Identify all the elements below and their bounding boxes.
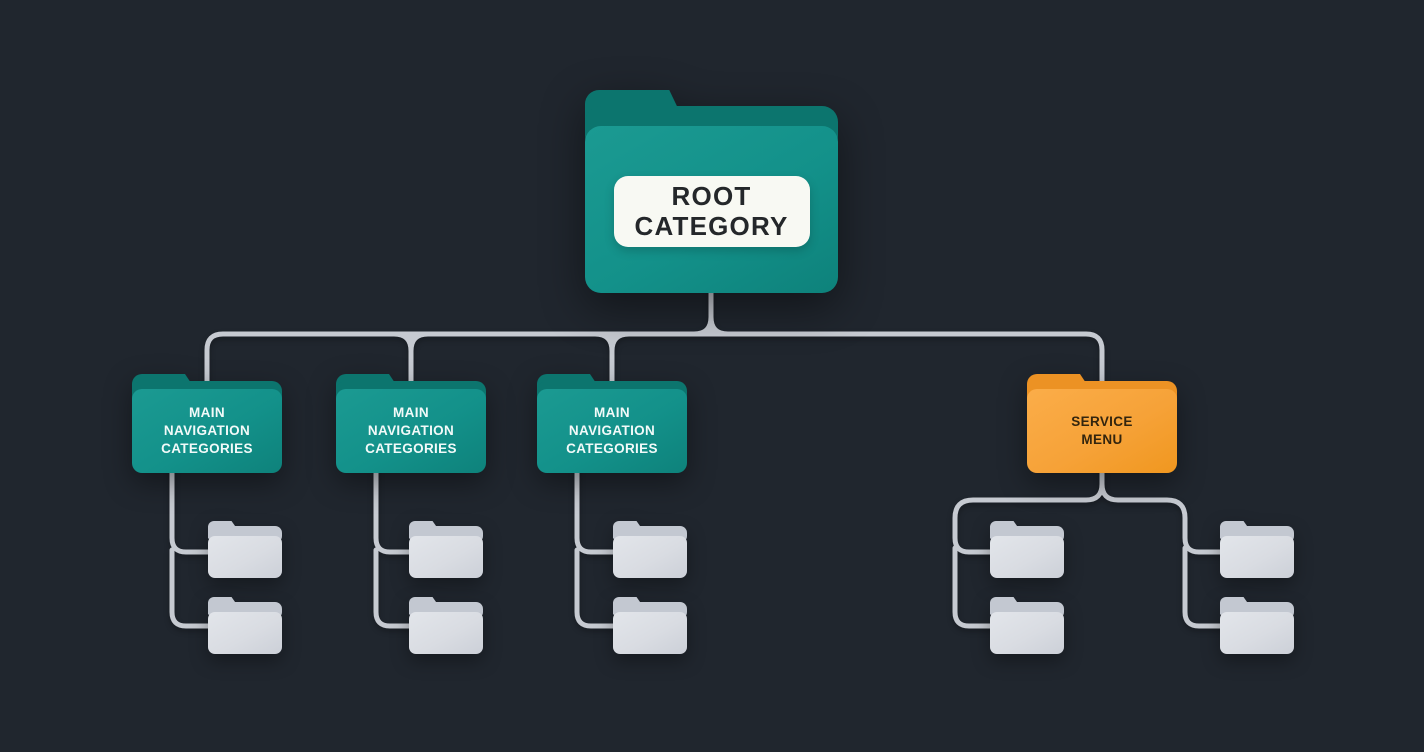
- subfolder-4-2: [990, 597, 1064, 654]
- main-nav-folder-1: MAIN NAVIGATION CATEGORIES: [132, 374, 282, 473]
- main-nav-folder-3: MAIN NAVIGATION CATEGORIES: [537, 374, 687, 473]
- folder-body: [613, 536, 687, 578]
- subfolder-4-1: [990, 521, 1064, 578]
- main-nav-folder-2: MAIN NAVIGATION CATEGORIES: [336, 374, 486, 473]
- folder-body: [1220, 536, 1294, 578]
- subfolder-4-4: [1220, 597, 1294, 654]
- folder-body: [1027, 389, 1177, 473]
- service-menu-folder: SERVICE MENU: [1027, 374, 1177, 473]
- folder-body: [208, 612, 282, 654]
- subfolder-4-3: [1220, 521, 1294, 578]
- folder-body: [409, 612, 483, 654]
- subfolder-3-2: [613, 597, 687, 654]
- folder-body: [537, 389, 687, 473]
- root-label: ROOT CATEGORY: [634, 181, 789, 241]
- folder-body: [990, 612, 1064, 654]
- folder-body: [336, 389, 486, 473]
- root-category-folder: ROOT CATEGORY: [585, 90, 838, 293]
- subfolder-2-1: [409, 521, 483, 578]
- subfolder-1-1: [208, 521, 282, 578]
- root-label-box: ROOT CATEGORY: [613, 176, 810, 247]
- subfolder-2-2: [409, 597, 483, 654]
- folder-body: [208, 536, 282, 578]
- folder-body: [132, 389, 282, 473]
- folder-body: [1220, 612, 1294, 654]
- folder-label: MAIN NAVIGATION CATEGORIES: [566, 405, 658, 456]
- folder-label: MAIN NAVIGATION CATEGORIES: [365, 405, 457, 456]
- folder-body: [613, 612, 687, 654]
- subfolder-1-2: [208, 597, 282, 654]
- folder-label: SERVICE MENU: [1071, 414, 1133, 447]
- folder-label: MAIN NAVIGATION CATEGORIES: [161, 405, 253, 456]
- folder-body: [990, 536, 1064, 578]
- folder-body: [409, 536, 483, 578]
- subfolder-3-1: [613, 521, 687, 578]
